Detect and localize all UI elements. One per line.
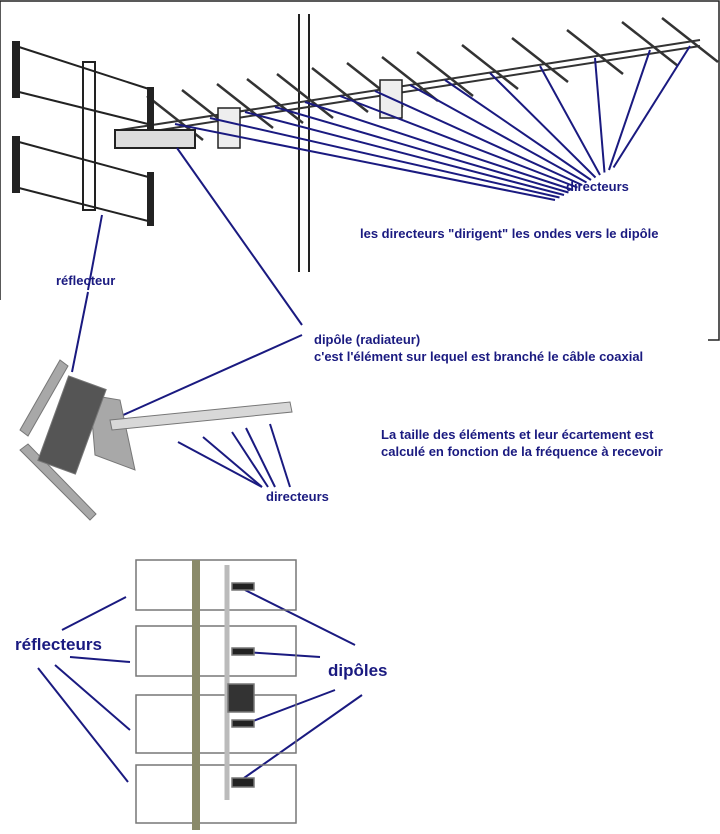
director-pointer [594,57,606,173]
yagi-photo [19,359,293,521]
director-element [566,29,624,75]
director-element [621,21,679,67]
director-element [311,67,369,113]
mast [298,14,310,272]
director-element [416,51,474,97]
director-element [216,83,274,129]
directors [146,17,719,141]
director-element [276,73,334,119]
dipole-title: dipôle (radiateur) [314,332,421,347]
director-element [461,44,519,90]
director-pointer [409,84,587,184]
director-pointer [489,72,597,179]
director-element [661,17,719,63]
size-note-line2: calculé en fonction de la fréquence à re… [381,444,663,459]
size-note-line1: La taille des éléments et leur écartemen… [381,427,654,442]
directeurs-label-mid: directeurs [266,489,329,504]
reflecteurs-label: réflecteurs [15,635,102,654]
dipoles-label: dipôles [328,661,388,680]
director-pointer [174,123,556,201]
directeurs-caption: les directeurs "dirigent" les ondes vers… [360,226,659,241]
directeurs-label-top: directeurs [566,179,629,194]
director-pointer [612,45,691,169]
director-pointer [244,111,565,196]
panel-antenna-photo [135,559,297,830]
director-pointer [209,117,560,199]
director-element [381,56,439,102]
dipole-box [114,129,196,149]
annotation-lines [37,45,691,783]
director-pointer [339,95,578,189]
director-pointer [539,65,601,176]
director-element [246,78,304,124]
director-pointer [274,106,569,194]
director-pointer [304,101,574,191]
boom [119,39,701,137]
director-pointer [608,49,651,171]
dipole-description: c'est l'élément sur lequel est branché l… [314,349,644,364]
director-pointer [444,79,592,181]
reflecteur-label: réflecteur [56,273,116,288]
reflector-panels [12,41,154,226]
top-frame [0,0,720,341]
director-element [511,37,569,83]
director-pointer [374,90,583,186]
